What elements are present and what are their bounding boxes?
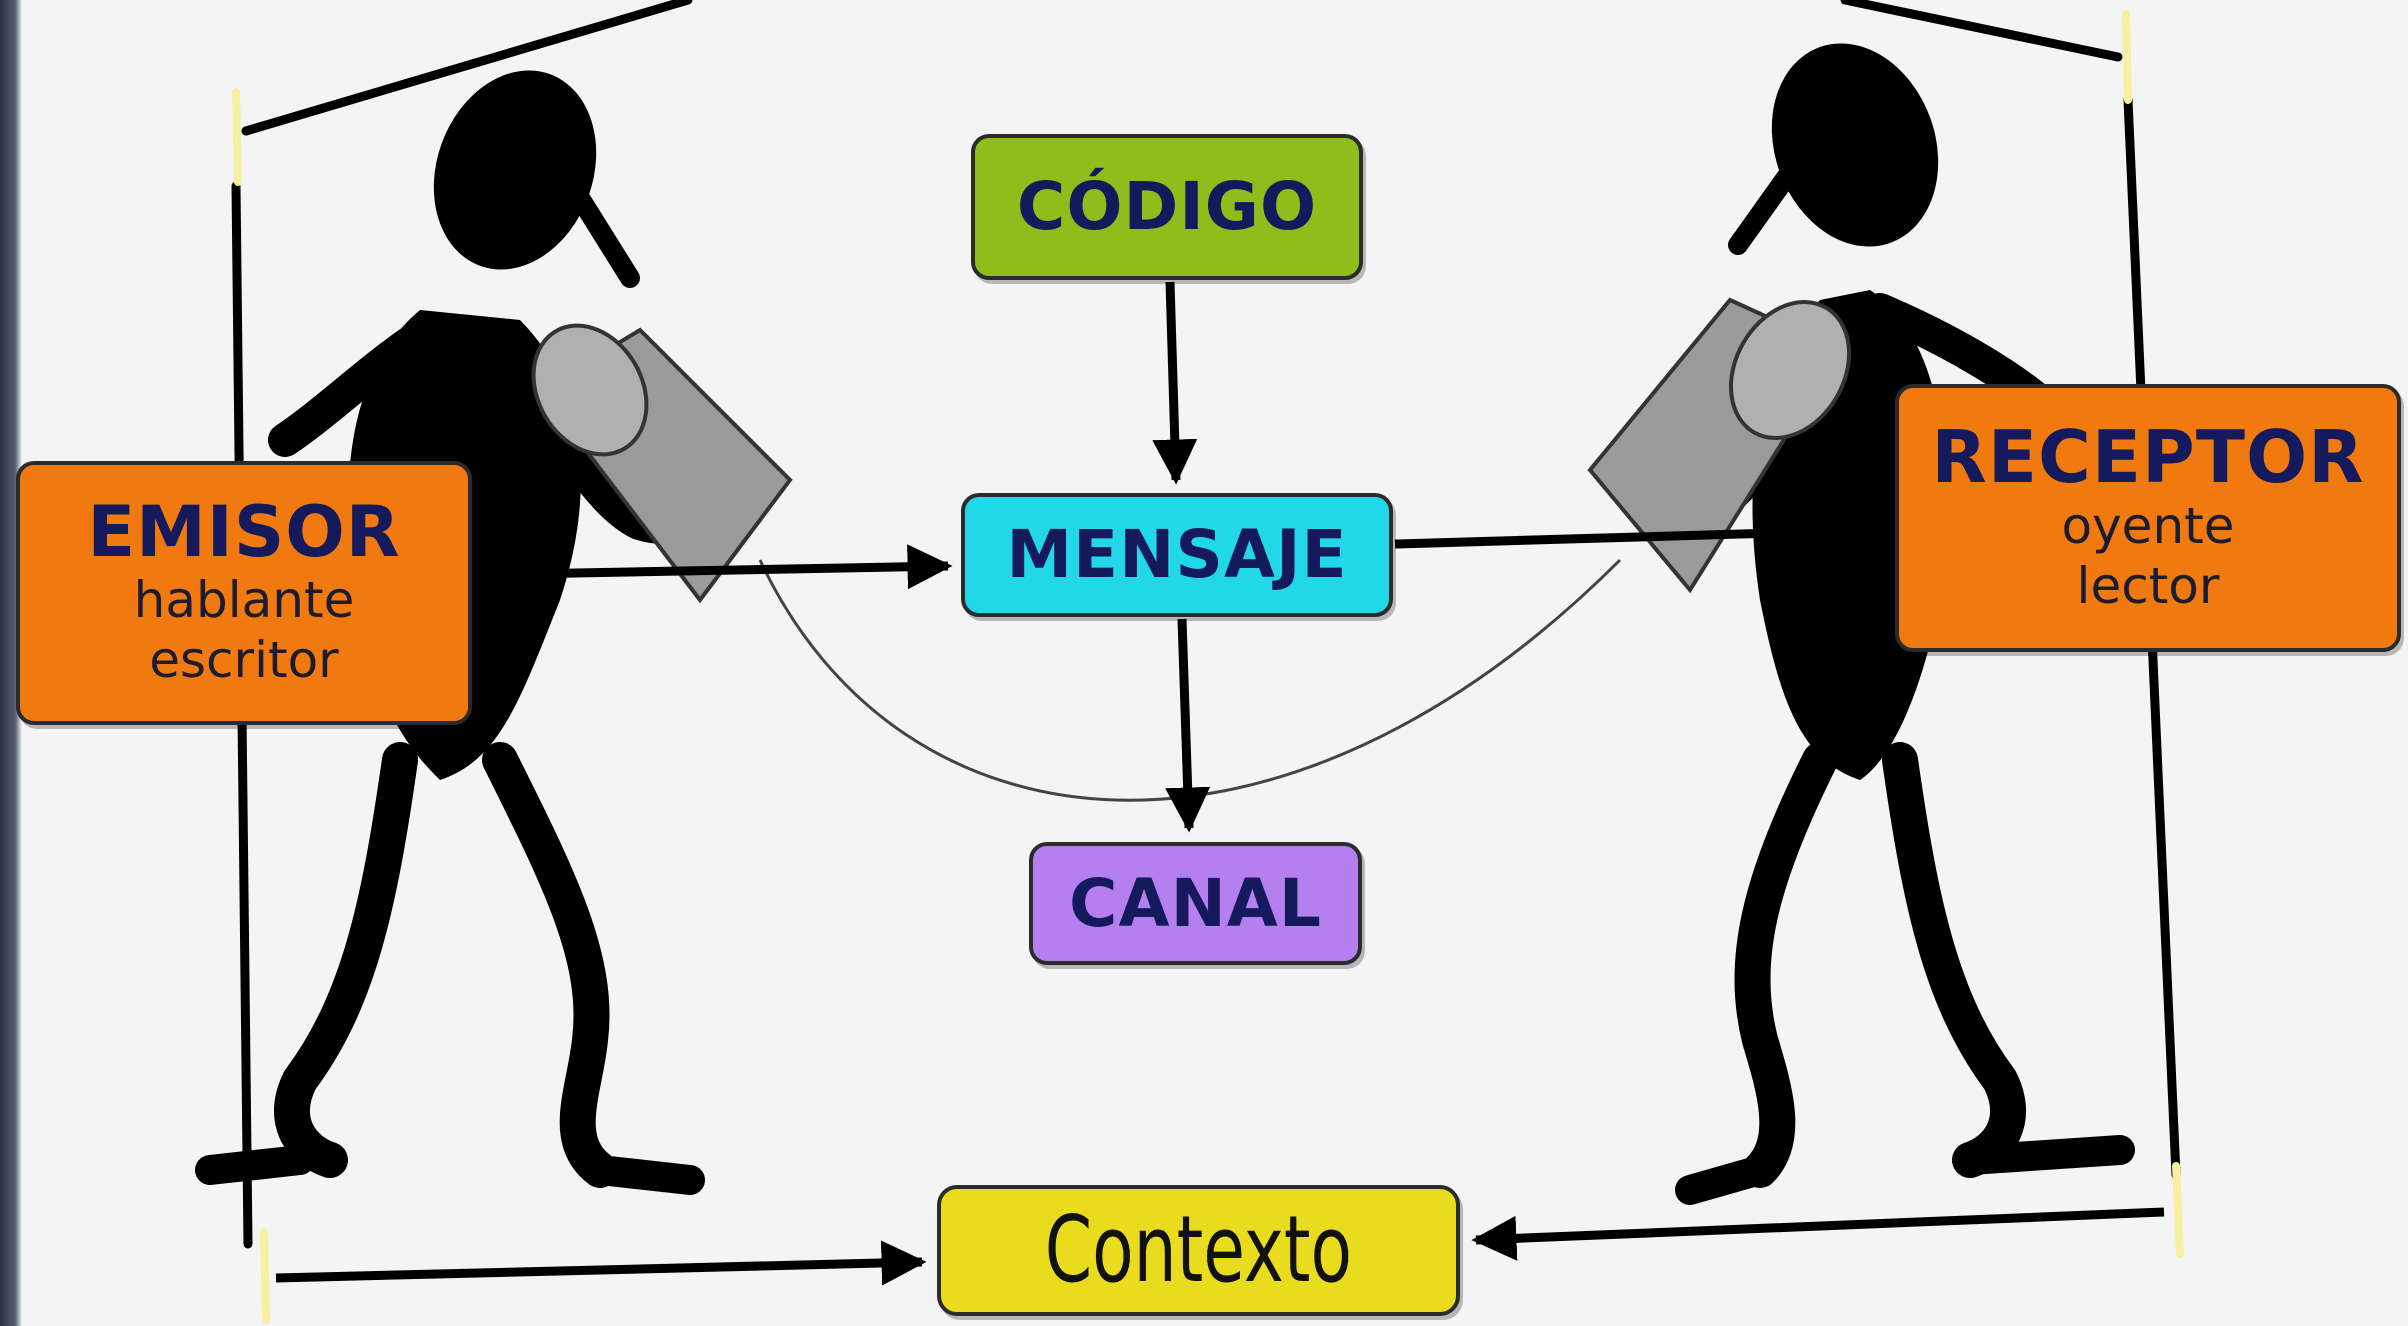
arrow-emisor-to-contexto	[275, 1240, 927, 1286]
frame-highlight-bottom-left	[260, 1228, 270, 1324]
frame-post-highlights	[232, 10, 2184, 1324]
emisor-box: EMISOR hablante escritor	[16, 461, 472, 725]
emisor-line-2: escritor	[149, 630, 339, 689]
left-can-rim	[531, 323, 649, 457]
receptor-box: RECEPTOR oyente lector	[1895, 384, 2401, 652]
arrow-emisor-to-mensaje	[469, 544, 953, 590]
emisor-line-1: hablante	[133, 570, 355, 629]
canal-label: CANAL	[1069, 864, 1322, 942]
screen-edge-shadow	[0, 0, 22, 1326]
left-leg-back	[274, 742, 418, 1178]
contexto-label: Contexto	[1044, 1196, 1353, 1304]
right-foot-front	[1675, 1155, 1775, 1205]
left-head	[433, 70, 597, 270]
receptor-line-2: lector	[2076, 556, 2220, 615]
emisor-title: EMISOR	[87, 491, 401, 574]
left-back-arm	[268, 313, 447, 457]
canal-box: CANAL	[1029, 842, 1362, 965]
right-can-rim	[1728, 300, 1852, 440]
left-nose	[565, 180, 640, 288]
frame-roof-left	[241, 0, 693, 136]
arrow-mensaje-to-canal	[1165, 618, 1211, 833]
right-head	[1771, 43, 1939, 247]
left-leg-front	[482, 742, 618, 1188]
mensaje-box: MENSAJE	[961, 493, 1393, 617]
arrow-receptor-to-contexto	[1471, 1207, 2165, 1261]
receptor-line-1: oyente	[2061, 496, 2235, 555]
frame-roof-right	[1840, 0, 2123, 62]
contexto-box: Contexto	[937, 1185, 1460, 1316]
string-wire-icon	[758, 558, 1622, 802]
right-leg-front	[1734, 742, 1838, 1188]
mensaje-label: MENSAJE	[1006, 516, 1348, 594]
right-nose	[1728, 155, 1805, 255]
codigo-box: CÓDIGO	[971, 134, 1363, 280]
frame-highlight-top-right	[2122, 10, 2132, 104]
frame-highlight-bottom-right	[2172, 1162, 2184, 1258]
right-leg-back	[1882, 742, 2026, 1178]
frame-highlight-top-left	[232, 88, 242, 186]
arrow-mensaje-to-receptor	[1394, 508, 1885, 554]
tin-can-right-icon	[1587, 297, 1852, 594]
arrow-codigo-to-mensaje	[1152, 281, 1198, 485]
left-foot-back	[195, 1145, 315, 1185]
left-foot-front	[585, 1155, 705, 1195]
tin-can-left-icon	[531, 323, 793, 604]
receptor-title: RECEPTOR	[1931, 415, 2365, 500]
flow-arrows	[275, 281, 2165, 1286]
right-foot-back	[1955, 1135, 2135, 1175]
codigo-label: CÓDIGO	[1016, 168, 1318, 246]
